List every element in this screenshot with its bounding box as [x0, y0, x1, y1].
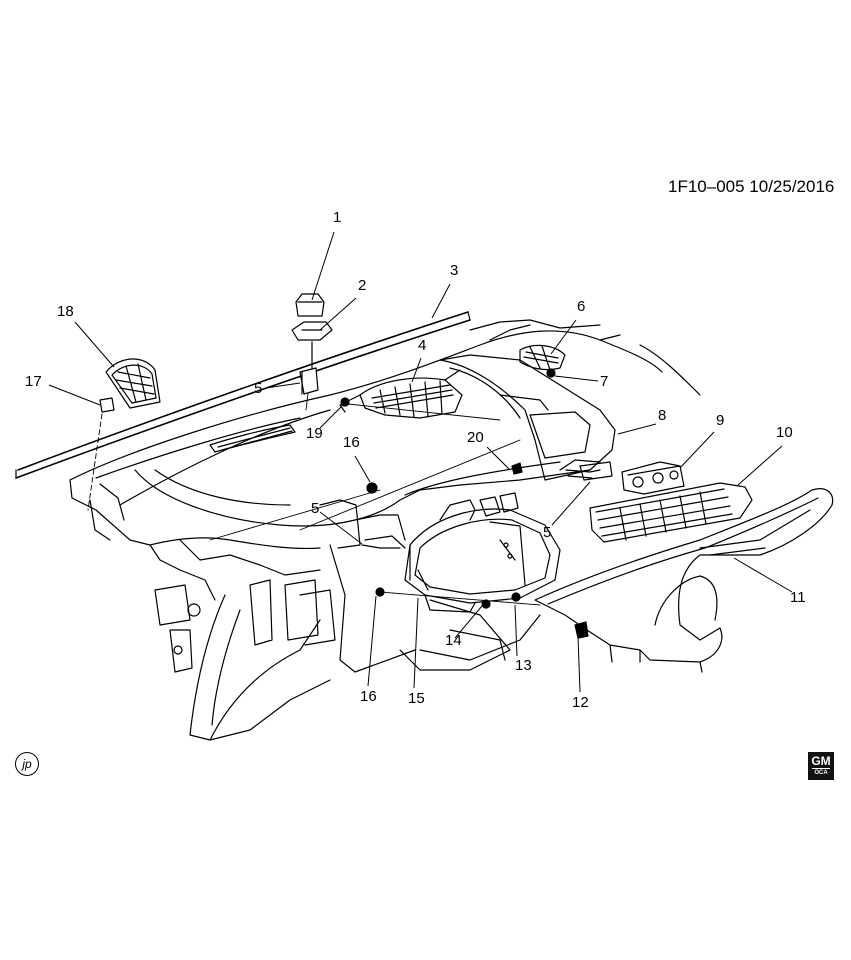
callout-number-c15: 15 — [408, 690, 425, 707]
callout-leader-c8 — [617, 423, 657, 435]
callout-number-c5c: 5 — [543, 524, 551, 541]
callout-leader-c11 — [733, 557, 793, 593]
instrument-cluster — [404, 508, 561, 613]
callout-number-c9: 9 — [716, 412, 724, 429]
callout-number-c10: 10 — [776, 424, 793, 441]
sunload-sensor — [291, 293, 333, 395]
callout-number-c5a: 5 — [254, 380, 262, 397]
center-air-vent — [339, 369, 463, 419]
instrument-panel — [69, 319, 701, 741]
callout-leader-c10 — [737, 445, 783, 486]
callout-leader-c3 — [431, 283, 451, 319]
callout-leader-c16a — [354, 455, 371, 483]
alignment-leaders — [87, 393, 541, 606]
callout-number-c4: 4 — [418, 337, 426, 354]
callout-leader-c20 — [486, 446, 511, 471]
callout-leader-c12 — [577, 635, 581, 693]
tweeter-assembly — [99, 358, 161, 413]
gm-logo: GM OCA — [808, 752, 834, 780]
callout-leader-c6 — [550, 319, 577, 355]
callout-leader-c5b — [319, 511, 363, 545]
gm-logo-subtext: OCA — [812, 768, 830, 777]
callout-leader-c1 — [311, 231, 335, 301]
callout-number-c16a: 16 — [343, 434, 360, 451]
callout-leader-c16b — [367, 595, 377, 687]
callout-leader-c14 — [454, 605, 483, 639]
callout-number-c3: 3 — [450, 262, 458, 279]
controls-module — [621, 461, 685, 495]
callout-number-c14: 14 — [445, 632, 462, 649]
callout-number-c6: 6 — [577, 298, 585, 315]
callout-leader-c17 — [48, 384, 101, 406]
diagram-reference: 1F10–005 10/25/2016 — [668, 177, 835, 196]
callout-number-c12: 12 — [572, 694, 589, 711]
fasteners — [340, 368, 589, 639]
callout-leader-c15 — [413, 597, 419, 689]
callout-leader-c2 — [319, 297, 357, 331]
callout-leader-c5c — [551, 481, 591, 526]
callout-leader-c4 — [411, 357, 422, 383]
upper-trim-bezel — [439, 354, 616, 481]
callout-number-c5b: 5 — [311, 500, 319, 517]
callout-leader-c19 — [319, 404, 344, 429]
callout-leader-c13 — [514, 604, 518, 657]
callout-number-c20: 20 — [467, 429, 484, 446]
center-display — [589, 482, 753, 543]
callout-leader-c18 — [74, 321, 115, 368]
callout-number-c7: 7 — [600, 373, 608, 390]
lower-trim-plate — [534, 488, 834, 673]
callout-number-c11: 11 — [790, 589, 806, 606]
callout-number-c8: 8 — [658, 407, 666, 424]
wiring-harness — [361, 461, 613, 549]
jp-badge: jp — [15, 752, 39, 776]
callout-leader-c5a — [265, 382, 301, 389]
speaker-grille — [519, 344, 566, 371]
callout-number-c16b: 16 — [360, 688, 377, 705]
callout-number-c17: 17 — [25, 373, 42, 390]
callout-leader-c7 — [554, 375, 599, 382]
windshield-molding — [15, 311, 471, 479]
callout-number-c13: 13 — [515, 657, 532, 674]
callout-leader-c9 — [679, 431, 715, 469]
callout-number-c19: 19 — [306, 425, 323, 442]
callout-number-c1: 1 — [333, 209, 341, 226]
gm-logo-text: GM — [811, 754, 831, 768]
callout-number-c18: 18 — [57, 303, 74, 320]
callout-number-c2: 2 — [358, 277, 366, 294]
